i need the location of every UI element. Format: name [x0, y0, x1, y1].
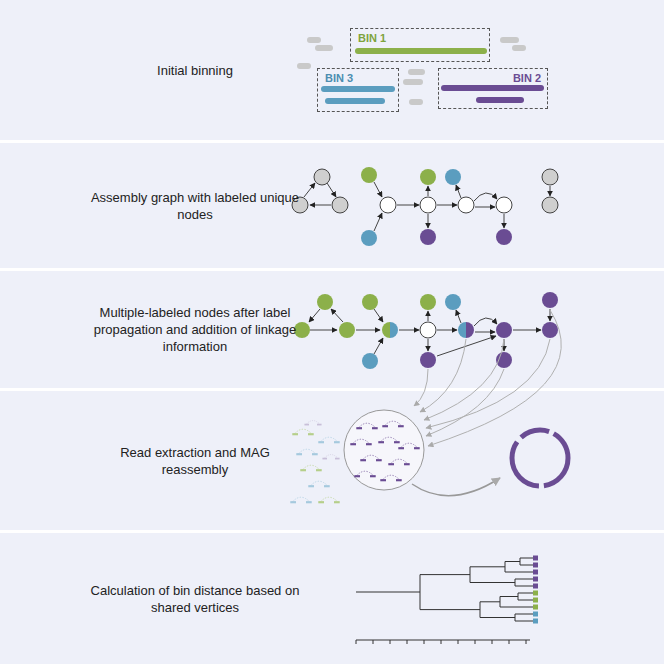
dendrogram — [356, 558, 533, 644]
step-band: Initial binning BIN 1 BIN 3 BIN 2 — [0, 0, 664, 140]
step-label: Read extraction and MAG reassembly — [88, 444, 302, 478]
bin-label: BIN 1 — [358, 32, 386, 44]
leaf-marks — [533, 556, 538, 624]
step-band: Calculation of bin distance based on sha… — [0, 533, 664, 664]
step-label: Initial binning — [88, 62, 302, 79]
step-label: Assembly graph with labeled unique nodes — [88, 189, 302, 223]
step-band: Assembly graph with labeled unique nodes — [0, 143, 664, 268]
labeled-graph — [294, 292, 558, 369]
bin-label: BIN 2 — [513, 72, 541, 84]
step-band: Multiple-labeled nodes after label propa… — [0, 271, 664, 388]
step-label: Calculation of bin distance based on sha… — [88, 582, 302, 616]
contig-bars — [300, 40, 541, 102]
read-extraction — [290, 310, 568, 503]
bin-box: BIN 1 — [350, 28, 490, 62]
bin-label: BIN 3 — [325, 72, 353, 84]
bin-box: BIN 3 — [317, 68, 399, 112]
step-band: Read extraction and MAG reassembly — [0, 391, 664, 530]
assembly-graph — [292, 167, 558, 246]
bin-box: BIN 2 — [438, 68, 548, 109]
step-label: Multiple-labeled nodes after label propa… — [88, 304, 302, 355]
